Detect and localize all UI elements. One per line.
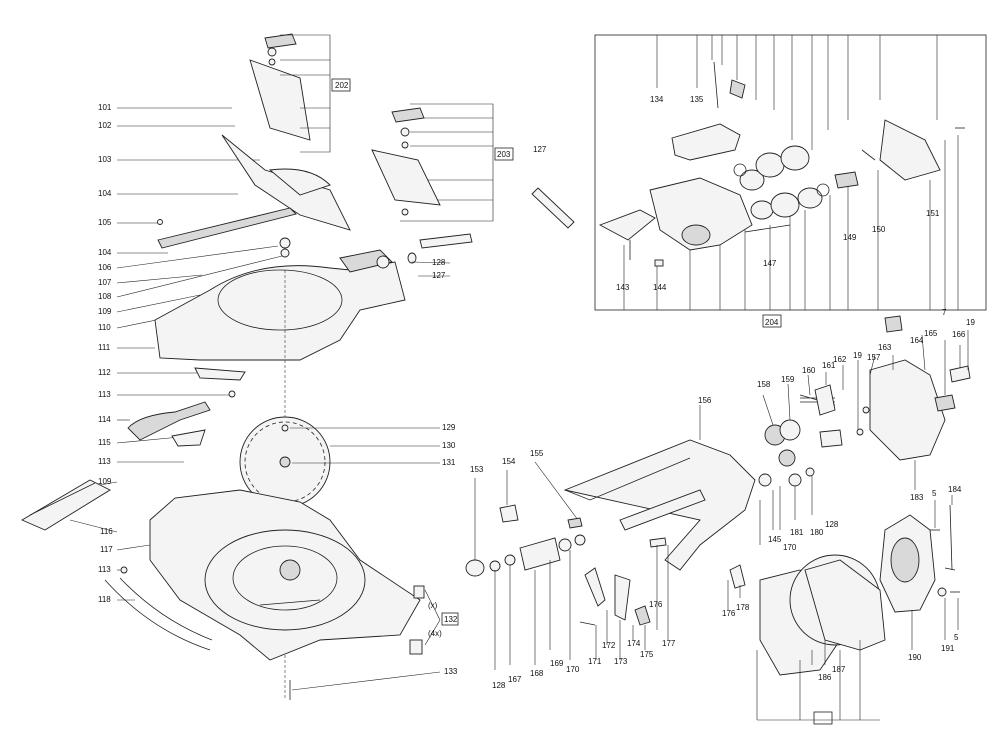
part-number-label: 158 xyxy=(757,380,771,389)
part-number-label: 115 xyxy=(98,438,111,447)
part-number-label: 176 xyxy=(649,600,663,609)
part-number-label: 171 xyxy=(588,657,602,666)
part-number-label: 176 xyxy=(722,609,736,618)
part-number-label: 149 xyxy=(843,233,857,242)
part-number-label: 116 xyxy=(100,527,113,536)
part-number-label: 145 xyxy=(768,535,782,544)
part-number-label: 112 xyxy=(98,368,111,377)
part-number-label: 165 xyxy=(924,329,938,338)
part-number-label: 133 xyxy=(444,667,458,676)
part-number-label: 151 xyxy=(926,209,940,218)
part-number-label: 177 xyxy=(662,639,676,648)
part-number-label: 128 xyxy=(825,520,839,529)
part-number-label: 191 xyxy=(941,644,955,653)
callout-202-203 xyxy=(280,34,575,277)
part-number-label: 144 xyxy=(653,283,667,292)
part-number-label: 19 xyxy=(853,351,862,360)
part-number-label: 134 xyxy=(650,95,664,104)
part-number-label: 113 xyxy=(98,565,111,574)
part-number-label: 113 xyxy=(98,457,111,466)
part-number-label: 175 xyxy=(640,650,654,659)
part-number-label: 180 xyxy=(810,528,824,537)
part-number-label: 167 xyxy=(508,675,522,684)
callout-labels: 101 102 103 104 105 104 106 107 108 109 110 111 112 1… xyxy=(98,81,975,690)
part-number-label: 183 xyxy=(910,493,924,502)
part-number-label: 170 xyxy=(566,665,580,674)
part-number-label: 168 xyxy=(530,669,544,678)
part-number-label: 187 xyxy=(832,665,846,674)
part-number-label: 118 xyxy=(98,595,111,604)
part-number-label: 162 xyxy=(833,355,847,364)
part-number-label: 157 xyxy=(867,353,881,362)
part-number-label: 103 xyxy=(98,155,112,164)
part-number-label: 107 xyxy=(98,278,112,287)
part-number-label: 173 xyxy=(614,657,628,666)
part-number-label: 130 xyxy=(442,441,456,450)
part-number-label: 113 xyxy=(98,390,111,399)
part-number-label: 174 xyxy=(627,639,641,648)
part-number-label: 7 xyxy=(942,308,947,317)
part-number-label: 105 xyxy=(98,218,112,227)
part-number-label: 110 xyxy=(98,323,111,332)
part-number-label: 131 xyxy=(442,458,456,467)
part-number-label: 184 xyxy=(948,485,962,494)
part-number-label: 128 xyxy=(492,681,506,690)
part-number-label: 135 xyxy=(690,95,704,104)
right-lower-assembly xyxy=(465,315,971,725)
part-number-label: 127 xyxy=(533,145,547,154)
part-number-label: 104 xyxy=(98,248,112,257)
part-number-label: 159 xyxy=(781,375,795,384)
part-number-label: 143 xyxy=(616,283,630,292)
quantity-marker: (x) xyxy=(428,601,438,610)
part-number-label: 150 xyxy=(872,225,886,234)
part-number-label: 128 xyxy=(432,258,446,267)
center-leaders xyxy=(290,427,459,691)
part-number-label: 132 xyxy=(444,615,458,624)
part-number-label: 147 xyxy=(763,259,777,268)
part-number-label: 19 xyxy=(966,318,975,327)
part-number-label: 102 xyxy=(98,121,112,130)
part-number-label: 111 xyxy=(98,343,111,352)
part-number-label: 170 xyxy=(783,543,797,552)
part-number-label: 154 xyxy=(502,457,516,466)
part-number-label: 106 xyxy=(98,263,112,272)
part-number-label: 129 xyxy=(442,423,456,432)
part-number-label: 5 xyxy=(932,489,937,498)
box-204 xyxy=(594,34,987,328)
part-number-label: 181 xyxy=(790,528,804,537)
part-number-label: 104 xyxy=(98,189,112,198)
part-number-label: 109 xyxy=(98,477,112,486)
part-number-label: 186 xyxy=(818,673,832,682)
part-number-label: 156 xyxy=(698,396,712,405)
part-number-label: 161 xyxy=(822,361,836,370)
part-number-label: 178 xyxy=(736,603,750,612)
left-assembly xyxy=(21,33,425,700)
part-number-label: 204 xyxy=(765,318,779,327)
part-number-label: 153 xyxy=(470,465,484,474)
part-number-label: 160 xyxy=(802,366,816,375)
part-number-label: 203 xyxy=(497,150,511,159)
part-number-label: 127 xyxy=(432,271,446,280)
part-number-label: 163 xyxy=(878,343,892,352)
part-number-label: 164 xyxy=(910,336,924,345)
part-number-label: 101 xyxy=(98,103,112,112)
part-number-label: 172 xyxy=(602,641,616,650)
quantity-marker: (4x) xyxy=(428,629,442,638)
part-number-label: 155 xyxy=(530,449,544,458)
part-number-label: 109 xyxy=(98,307,112,316)
part-number-label: 202 xyxy=(335,81,349,90)
part-number-label: 5 xyxy=(954,633,959,642)
left-leader-lines xyxy=(69,107,306,601)
part-number-label: 166 xyxy=(952,330,966,339)
part-number-label: 169 xyxy=(550,659,564,668)
part-number-label: 114 xyxy=(98,415,111,424)
part-number-label: 108 xyxy=(98,292,112,301)
part-number-label: 117 xyxy=(100,545,113,554)
part-number-label: 190 xyxy=(908,653,922,662)
